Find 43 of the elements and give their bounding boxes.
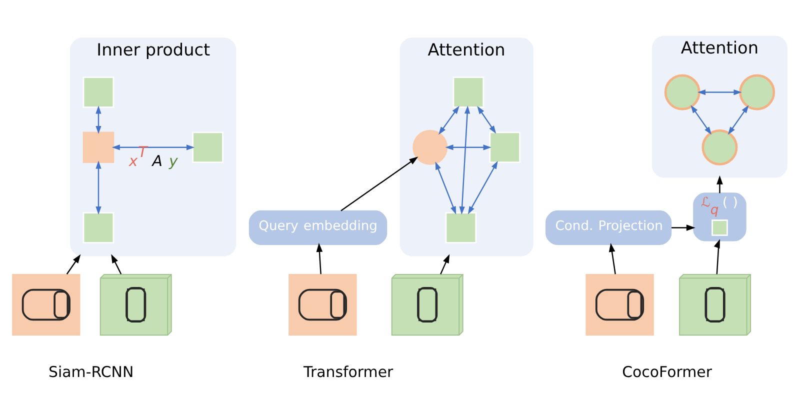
arrow — [477, 105, 496, 134]
label: Siam-RCNN — [48, 362, 134, 380]
node-box: Cond. Projection — [546, 210, 672, 244]
arrow — [445, 144, 492, 150]
arrow — [435, 161, 456, 214]
node-box — [489, 131, 520, 163]
arrow — [112, 144, 195, 150]
cluster: Attention — [400, 37, 534, 256]
arrow — [96, 105, 102, 134]
arrow — [697, 88, 742, 95]
node-picture — [288, 273, 357, 336]
arrow — [316, 242, 323, 274]
arrow — [672, 224, 696, 230]
label: Transformer — [304, 362, 394, 380]
arrow — [66, 254, 81, 274]
arrow — [714, 238, 720, 274]
node-circle — [702, 128, 738, 165]
cluster: Attention — [652, 35, 788, 178]
node-box — [452, 76, 484, 108]
arrow — [690, 104, 712, 134]
node-box — [82, 212, 114, 243]
arrow — [459, 105, 470, 214]
arrow — [716, 174, 723, 193]
node-circle — [739, 74, 776, 110]
node-box — [82, 131, 114, 163]
node-picture — [12, 273, 80, 336]
arrow — [728, 104, 749, 134]
node-box: Query embedding — [248, 210, 388, 244]
node-picture — [586, 273, 654, 336]
arrow — [111, 254, 122, 274]
arrow — [438, 105, 460, 134]
node-box — [712, 219, 728, 236]
arrow — [468, 160, 498, 214]
arrow — [440, 254, 450, 274]
label: CocoFormer — [622, 362, 712, 380]
node-circle — [664, 74, 700, 110]
arrow — [340, 156, 418, 211]
node-circle — [412, 129, 448, 164]
node-box — [445, 212, 477, 243]
arrow — [96, 160, 102, 214]
node-box — [82, 76, 114, 108]
node-box — [192, 131, 224, 163]
arrow — [608, 242, 616, 274]
